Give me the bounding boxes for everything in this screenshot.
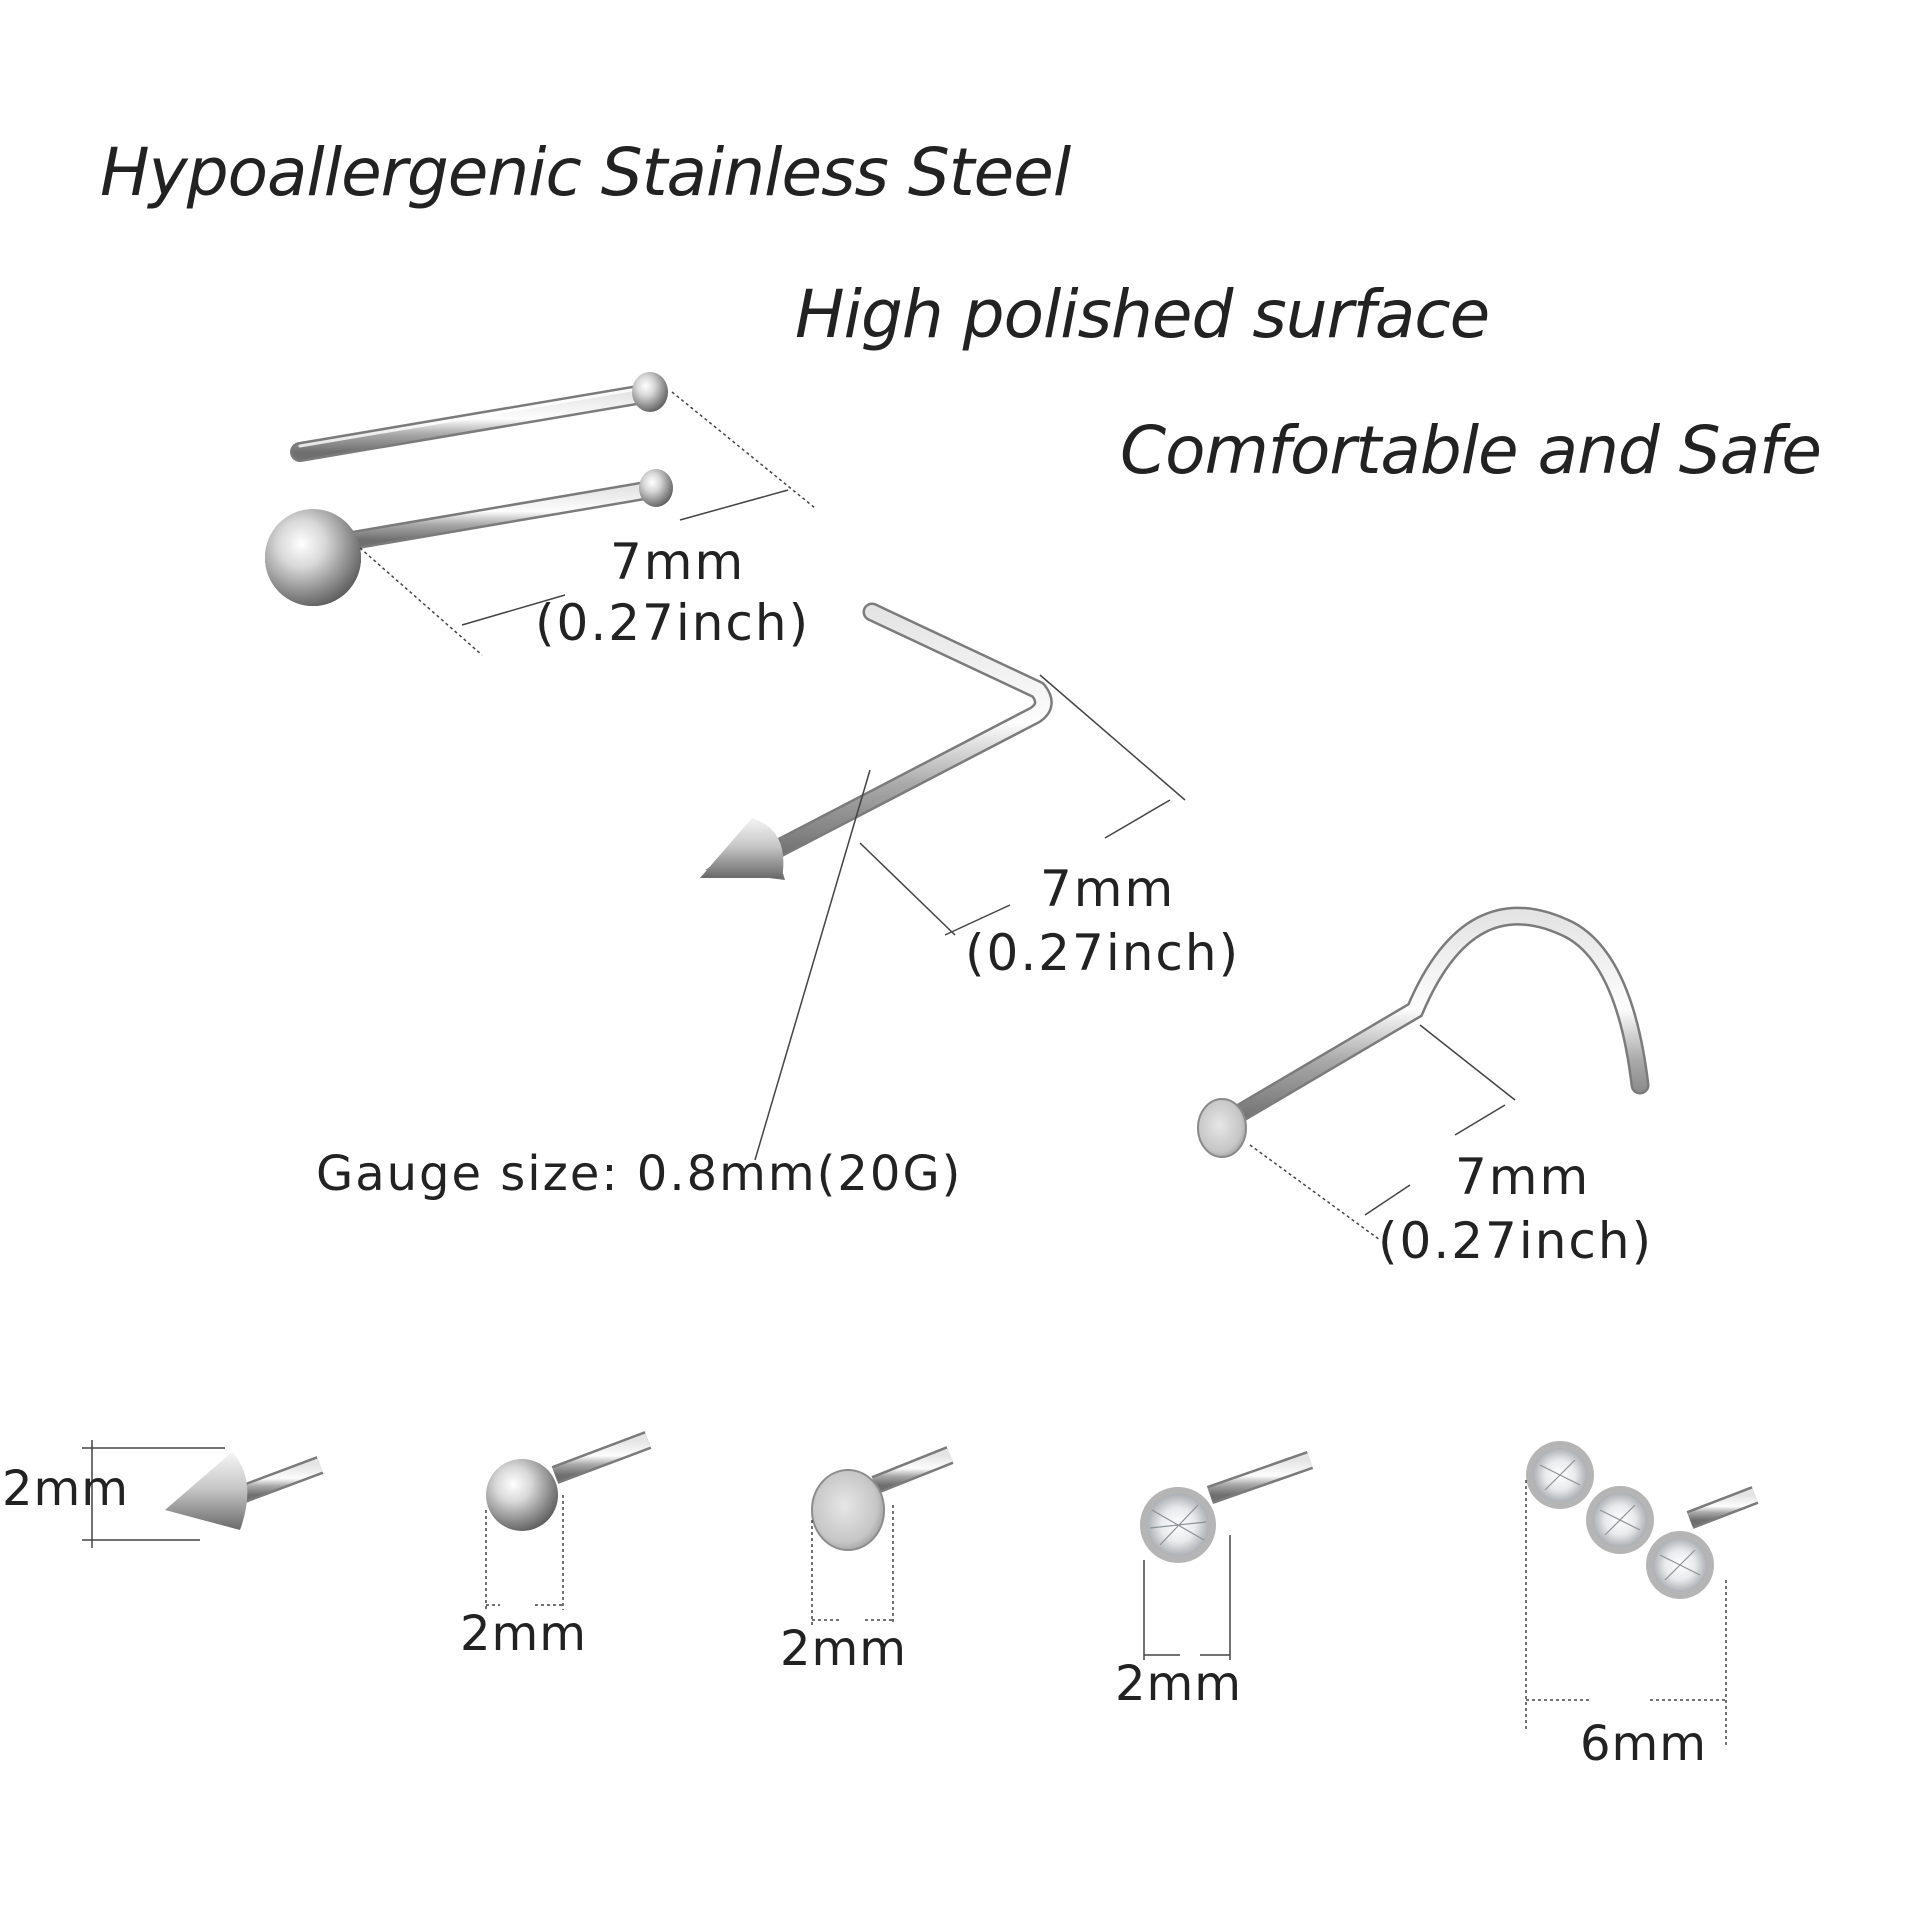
ball-stud-ball	[265, 469, 673, 606]
length-inch-screw-stud: (0.27inch)	[1378, 1212, 1654, 1270]
head-size-single-gem: 2mm	[1115, 1656, 1243, 1712]
length-label-screw-stud: 7mm	[1455, 1148, 1591, 1206]
length-inch-ball-stud: (0.27inch)	[535, 594, 811, 652]
l-shape-stud-image	[700, 602, 1053, 880]
feature-comfort: Comfortable and Safe	[1120, 412, 1822, 489]
dimension-lines	[359, 391, 1516, 1241]
length-label-l-stud: 7mm	[1040, 860, 1176, 918]
head-size-spike: 2mm	[2, 1461, 130, 1517]
spike-head-image	[82, 1440, 324, 1548]
head-size-ball: 2mm	[460, 1606, 588, 1662]
single-gem-head-image	[1140, 1451, 1314, 1660]
triple-gem-head-image	[1525, 1441, 1759, 1745]
head-size-flat: 2mm	[780, 1621, 908, 1677]
gauge-size-label: Gauge size: 0.8mm(20G)	[316, 1146, 963, 1202]
length-label-ball-stud: 7mm	[610, 533, 746, 591]
length-inch-l-stud: (0.27inch)	[965, 924, 1241, 982]
screw-stud-image	[1197, 906, 1650, 1158]
feature-polished: High polished surface	[795, 276, 1490, 353]
flat-head-image	[811, 1446, 954, 1625]
feature-hypoallergenic: Hypoallergenic Stainless Steel	[100, 134, 1071, 211]
head-size-triple-gem: 6mm	[1580, 1716, 1708, 1772]
ball-head-image	[485, 1431, 652, 1610]
